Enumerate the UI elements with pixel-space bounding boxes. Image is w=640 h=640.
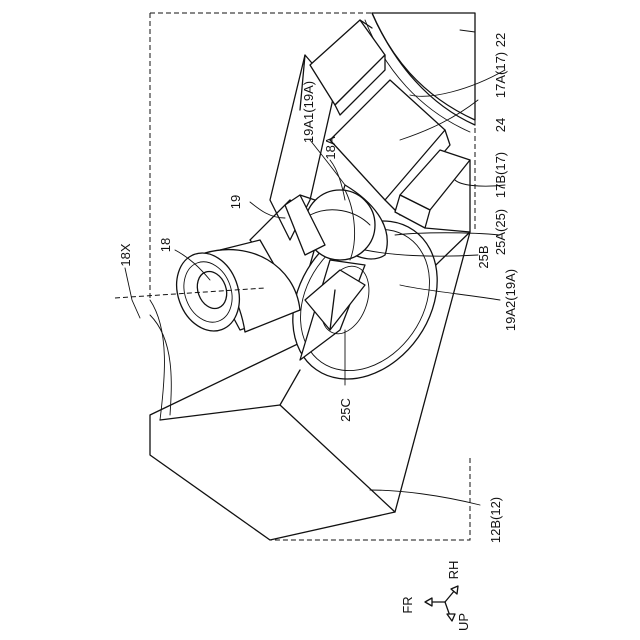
cylinder-18 [166,240,300,340]
label-rh: RH [446,561,461,580]
label-17b: 17B(17) [493,152,508,198]
label-fr: FR [400,596,415,613]
label-17a: 17A(17) [493,52,508,98]
label-12b: 12B(12) [488,497,503,543]
label-22: 22 [493,33,508,47]
label-19a2: 19A2(19A) [503,269,518,331]
label-18: 18 [158,238,173,252]
label-up: UP [456,613,471,631]
label-18x: 18X [118,243,133,266]
orientation-labels: FR RH UP [400,561,471,631]
label-24: 24 [493,118,508,132]
label-19a1: 19A1(19A) [301,81,316,143]
label-19: 19 [228,195,243,209]
orientation-indicator [425,586,458,621]
label-25c: 25C [338,398,353,422]
label-18a: 18A [323,136,338,159]
label-25b: 25B [476,245,491,268]
label-25a: 25A(25) [493,209,508,255]
